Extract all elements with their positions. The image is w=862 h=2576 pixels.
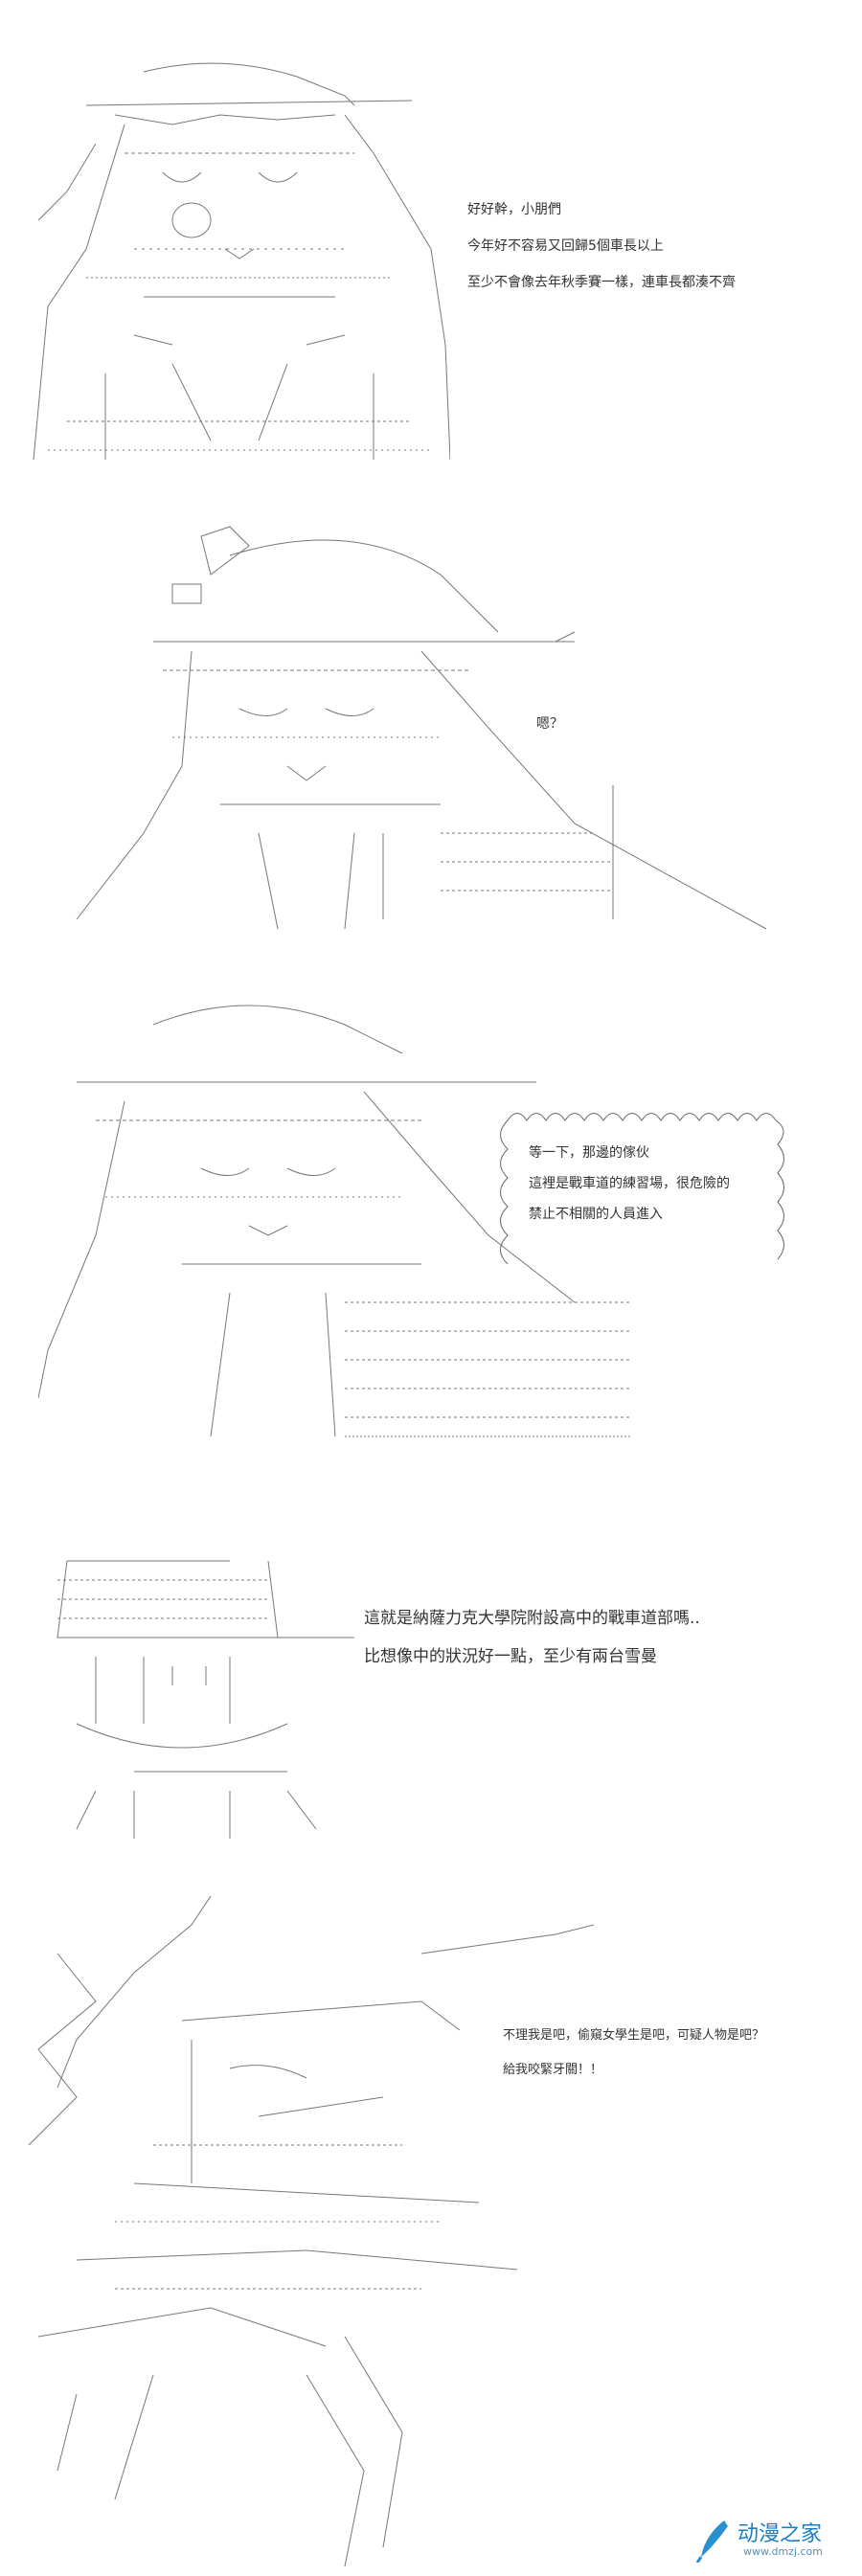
dialog-line: 給我咬緊牙關！！ (503, 2063, 603, 2077)
dialog-line: 嗯？ (536, 716, 563, 732)
panel-5: 不理我是吧，偷窺女學生是吧，可疑人物是吧？ 給我咬緊牙關！！ (0, 1887, 862, 2576)
dialog-panel-4: 這就是納薩力克大學院附設高中的戰車道部嗎.. 比想像中的狀況好一點，至少有兩台雪… (364, 1599, 700, 1676)
ascii-art-figure-3 (38, 986, 632, 1446)
ascii-art-figure-2 (38, 517, 785, 938)
panel-1: 好好幹，小朋們 今年好不容易又回歸5個車長以上 至少不會像去年秋季賽一樣，連車長… (0, 0, 862, 479)
dialog-line: 禁止不相關的人員進入 (529, 1207, 663, 1222)
dialog-line: 等一下，那邊的傢伙 (529, 1145, 649, 1161)
dialog-line: 這裡是戰車道的練習場，很危險的 (529, 1176, 730, 1191)
dialog-line: 好好幹，小朋們 (467, 202, 561, 217)
dialog-panel-2: 嗯？ (536, 713, 563, 733)
watermark-name: 动漫之家 (737, 2522, 823, 2546)
dialog-line: 比想像中的狀況好一點，至少有兩台雪曼 (364, 1647, 657, 1666)
dialog-panel-3: 等一下，那邊的傢伙 這裡是戰車道的練習場，很危險的 禁止不相關的人員進入 (529, 1138, 730, 1230)
dialog-line: 今年好不容易又回歸5個車長以上 (467, 238, 664, 254)
panel-2: 嗯？ (0, 498, 862, 948)
dialog-panel-1: 好好幹，小朋們 今年好不容易又回歸5個車長以上 至少不會像去年秋季賽一樣，連車長… (467, 192, 736, 301)
dialog-line: 至少不會像去年秋季賽一樣，連車長都湊不齊 (467, 275, 736, 290)
speech-bubble-3 (498, 1101, 795, 1274)
dialog-line: 這就是納薩力克大學院附設高中的戰車道部嗎.. (364, 1609, 700, 1628)
ascii-art-figure-4 (38, 1542, 364, 1848)
watermark-url: www.dmzj.com (743, 2545, 823, 2558)
ascii-art-figure-1 (29, 57, 450, 469)
watermark: 动漫之家 www.dmzj.com (695, 2515, 849, 2566)
dialog-line: 不理我是吧，偷窺女學生是吧，可疑人物是吧？ (503, 2028, 765, 2043)
panel-3: 等一下，那邊的傢伙 這裡是戰車道的練習場，很危險的 禁止不相關的人員進入 (0, 967, 862, 1503)
brush-logo-icon (695, 2519, 734, 2566)
ascii-art-figure-5 (19, 1896, 594, 2566)
panel-4: 這就是納薩力克大學院附設高中的戰車道部嗎.. 比想像中的狀況好一點，至少有兩台雪… (0, 1523, 862, 1867)
dialog-panel-5: 不理我是吧，偷窺女學生是吧，可疑人物是吧？ 給我咬緊牙關！！ (503, 2019, 764, 2088)
